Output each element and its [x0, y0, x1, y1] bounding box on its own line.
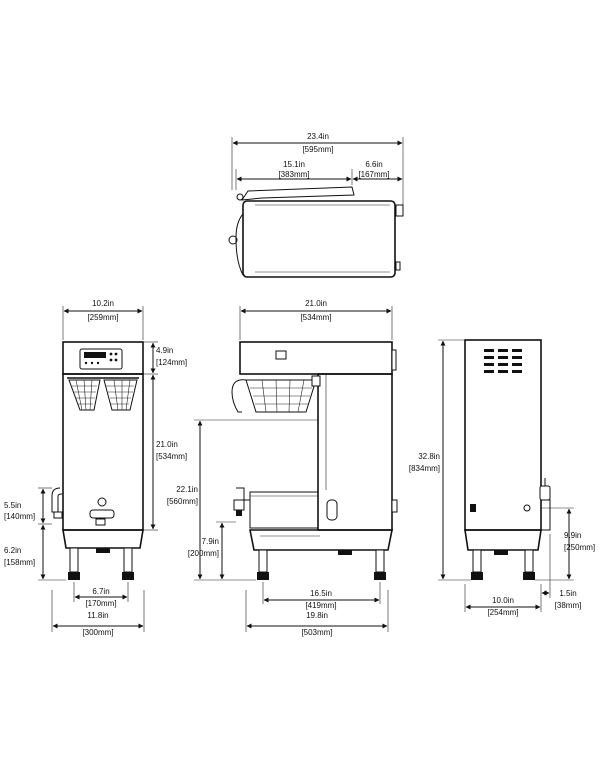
label-front-base-in: 6.2in	[4, 546, 21, 555]
label-front-feet-mm: [170mm]	[85, 599, 116, 608]
label-top-left-in: 15.1in	[283, 160, 305, 169]
label-top-overall-mm: [595mm]	[302, 145, 333, 154]
rear-view-base	[464, 529, 542, 551]
front-view-logo-plate	[89, 509, 115, 519]
label-rear-height-mm: [834mm]	[409, 464, 440, 473]
label-rear-gauge-mm: [250mm]	[564, 543, 595, 552]
label-top-right-mm: [167mm]	[358, 170, 389, 179]
label-front-width-mm: [259mm]	[87, 313, 118, 322]
label-side-height-mm: [560mm]	[167, 497, 198, 506]
top-view-funnel-handle	[240, 186, 355, 201]
label-rear-offset-in: 1.5in	[559, 589, 576, 598]
label-rear-width-in: 10.0in	[492, 596, 514, 605]
rear-view-leg-right	[524, 549, 534, 573]
label-front-head-in: 4.9in	[156, 346, 173, 355]
front-view-base	[62, 529, 144, 549]
side-view	[194, 306, 398, 632]
label-side-feet-in: 16.5in	[310, 589, 332, 598]
label-front-faucet-mm: [140mm]	[4, 512, 35, 521]
front-view-faucet	[51, 487, 63, 513]
rear-view-leg-left	[472, 549, 482, 573]
label-front-head-mm: [124mm]	[156, 358, 187, 367]
rear-view-vents	[484, 349, 522, 373]
top-view	[228, 137, 404, 278]
label-top-right-in: 6.6in	[365, 160, 382, 169]
rear-view-sight-gauge	[541, 499, 551, 531]
label-side-feet-mm: [419mm]	[305, 601, 336, 610]
front-view	[38, 306, 158, 632]
front-view-leg-right	[123, 547, 133, 573]
front-view-funnel-left	[68, 379, 101, 411]
top-view-body	[242, 200, 396, 278]
label-front-width-in: 10.2in	[92, 299, 114, 308]
side-view-base	[249, 529, 393, 551]
label-front-base-mm: [158mm]	[4, 558, 35, 567]
label-front-overall-w-mm: [300mm]	[82, 628, 113, 637]
rear-view	[438, 339, 574, 612]
side-view-leg-left	[258, 549, 268, 573]
label-top-overall-in: 23.4in	[307, 132, 329, 141]
side-view-leg-right	[375, 549, 385, 573]
label-side-overall-in: 19.8in	[306, 611, 328, 620]
dimension-labels: 23.4in [595mm] 15.1in [383mm] 6.6in [167…	[4, 132, 595, 637]
side-view-head	[239, 341, 393, 375]
label-side-clearance-mm: [200mm]	[188, 549, 219, 558]
label-front-body-mm: [534mm]	[156, 452, 187, 461]
label-side-top-in: 21.0in	[305, 299, 327, 308]
label-side-clearance-in: 7.9in	[202, 537, 219, 546]
front-view-leg-left	[69, 547, 79, 573]
label-rear-gauge-in: 9.9in	[564, 531, 581, 540]
label-side-top-mm: [534mm]	[300, 313, 331, 322]
side-view-funnel	[245, 379, 317, 413]
label-side-overall-mm: [503mm]	[301, 628, 332, 637]
front-view-funnel-right	[103, 379, 138, 411]
label-rear-width-mm: [254mm]	[487, 608, 518, 617]
rear-view-body	[464, 339, 542, 531]
label-rear-height-in: 32.8in	[418, 452, 440, 461]
label-rear-offset-mm: [38mm]	[555, 601, 582, 610]
side-view-server	[249, 491, 319, 529]
label-front-body-in: 21.0in	[156, 440, 178, 449]
label-front-feet-in: 6.7in	[92, 587, 109, 596]
label-front-faucet-in: 5.5in	[4, 501, 21, 510]
side-view-faucet	[236, 487, 250, 501]
label-side-height-in: 22.1in	[176, 485, 198, 494]
label-top-left-mm: [383mm]	[278, 170, 309, 179]
label-front-overall-w-in: 11.8in	[87, 611, 108, 620]
